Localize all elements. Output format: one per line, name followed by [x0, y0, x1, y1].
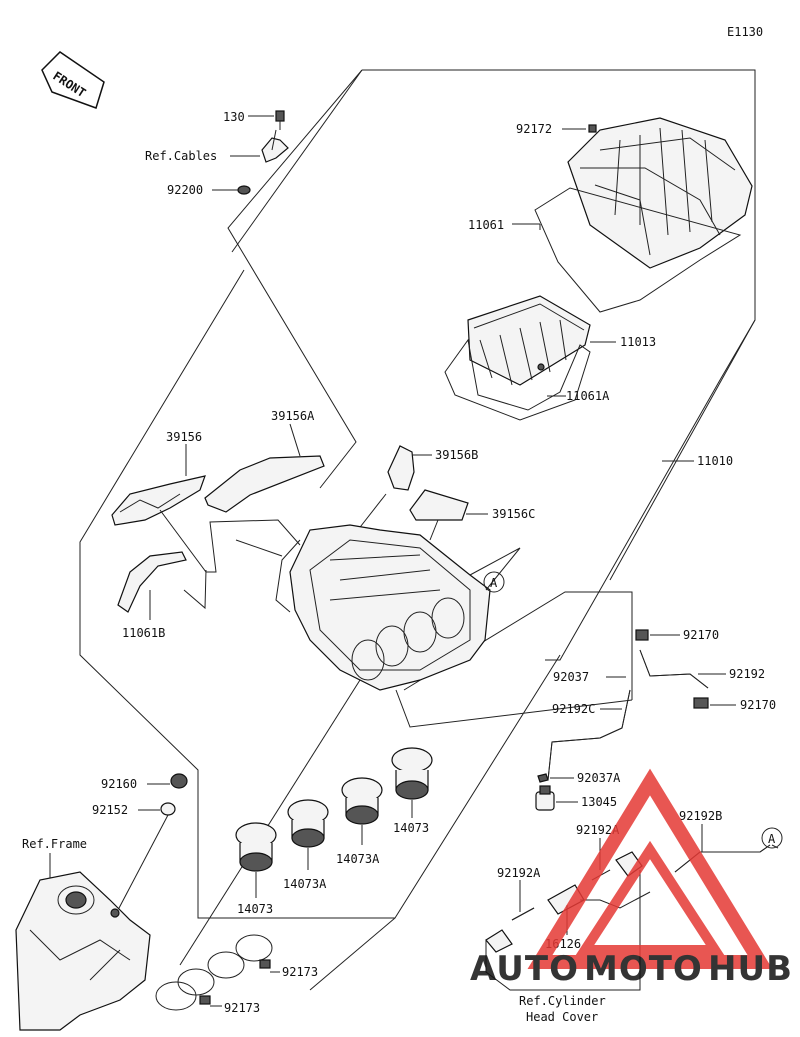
label-92160[interactable]: 92160 [101, 777, 137, 791]
label-14073A-a[interactable]: 14073A [336, 852, 380, 866]
duct-14073A-a-icon [341, 777, 383, 825]
watermark-triangle-icon [527, 768, 773, 969]
label-39156C[interactable]: 39156C [492, 507, 535, 521]
collar-92152-icon [160, 802, 176, 816]
label-head-cover[interactable]: Head Cover [526, 1010, 598, 1024]
callout-a-letter: A [490, 576, 498, 590]
watermark-inner-triangle-icon [575, 840, 725, 955]
gasket-11061A-icon [444, 338, 591, 421]
label-11010[interactable]: 11010 [697, 454, 733, 468]
air-cleaner-housing-icon [275, 524, 491, 691]
cable-bracket-icon [261, 129, 289, 163]
clamp-92170-icon [635, 629, 649, 641]
label-ref-frame[interactable]: Ref.Frame [22, 837, 87, 851]
seal-11061B-icon [117, 551, 187, 613]
panel-39156A-icon [204, 455, 325, 513]
label-92172[interactable]: 92172 [516, 122, 552, 136]
watermark-auto: AUTO [470, 949, 579, 989]
label-92192C[interactable]: 92192C [552, 702, 595, 716]
label-92173-b[interactable]: 92173 [224, 1001, 260, 1015]
hose-92192B-icon [674, 844, 771, 873]
hose-92192C-icon [547, 689, 631, 781]
air-filter-element-icon [467, 295, 591, 386]
callout-a-circle-2[interactable]: A [761, 827, 783, 849]
label-92192B[interactable]: 92192B [679, 809, 722, 823]
label-11013[interactable]: 11013 [620, 335, 656, 349]
label-39156[interactable]: 39156 [166, 430, 202, 444]
label-11061B[interactable]: 11061B [122, 626, 165, 640]
watermark-moto: MOTO [584, 949, 703, 989]
label-39156B[interactable]: 39156B [435, 448, 478, 462]
label-92200[interactable]: 92200 [167, 183, 203, 197]
callout-a-circle[interactable]: A [483, 571, 505, 593]
panel-39156-icon [111, 475, 206, 526]
label-92037A[interactable]: 92037A [577, 771, 621, 785]
label-14073-lower[interactable]: 14073 [237, 902, 273, 916]
callout-a-letter-2: A [768, 832, 776, 846]
bolt-92172-icon [588, 124, 597, 133]
valve-13045-icon [535, 785, 555, 811]
panel-39156B-icon [387, 445, 415, 491]
grommet-92160-icon [170, 773, 188, 789]
label-92152[interactable]: 92152 [92, 803, 128, 817]
watermark-hub: HUB [708, 949, 793, 989]
duct-14073A-b-icon [287, 799, 329, 848]
clamp-92170b-icon [693, 697, 709, 709]
label-92173-a[interactable]: 92173 [282, 965, 318, 979]
label-11061[interactable]: 11061 [468, 218, 504, 232]
air-cleaner-cover-icon [567, 117, 753, 269]
front-arrow-icon: FRONT [41, 51, 105, 109]
label-130[interactable]: 130 [223, 110, 245, 124]
label-39156A[interactable]: 39156A [271, 409, 315, 423]
label-92192A-upper[interactable]: 92192A [576, 823, 620, 837]
label-ref-cables[interactable]: Ref.Cables [145, 149, 217, 163]
bolt-130-icon [275, 110, 285, 130]
duct-14073-upper-icon [391, 747, 433, 800]
duct-14073-lower-icon [235, 822, 277, 872]
watermark-logo: AUTO MOTO HUB [470, 768, 793, 989]
label-92192[interactable]: 92192 [729, 667, 765, 681]
hose-92192A-lower-icon [511, 907, 535, 921]
label-92170-b[interactable]: 92170 [740, 698, 776, 712]
label-14073A-b[interactable]: 14073A [283, 877, 327, 891]
panel-39156C-icon [409, 489, 469, 521]
label-92037[interactable]: 92037 [553, 670, 589, 684]
label-92170-a[interactable]: 92170 [683, 628, 719, 642]
hose-92192-icon [639, 649, 709, 689]
label-13045[interactable]: 13045 [581, 795, 617, 809]
nut-92200-icon [237, 185, 251, 195]
gasket-11061-icon [534, 187, 742, 313]
clip-92037A-icon [537, 773, 549, 783]
label-14073-upper[interactable]: 14073 [393, 821, 429, 835]
label-92192A-lower[interactable]: 92192A [497, 866, 541, 880]
label-ref-cylinder[interactable]: Ref.Cylinder [519, 994, 606, 1008]
frame-icon [15, 871, 151, 1031]
diagram-code: E1130 [727, 25, 763, 39]
assembly-outline [79, 69, 756, 991]
label-11061A[interactable]: 11061A [566, 389, 610, 403]
clamp-92173-set-icon [155, 934, 273, 1011]
